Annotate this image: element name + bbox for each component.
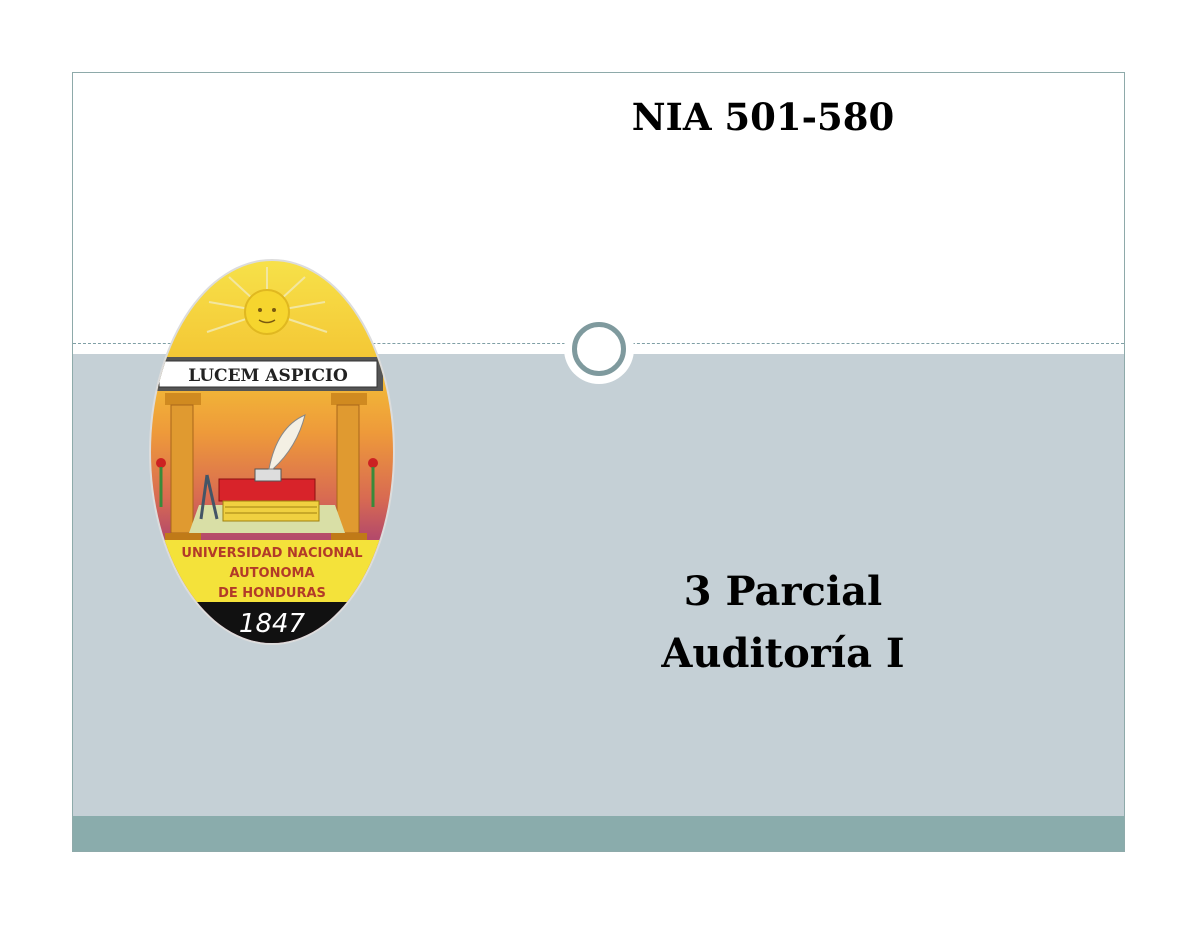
header-title: NIA 501-580 (631, 95, 895, 139)
circle-ornament-icon (572, 322, 626, 376)
main-title-line1: 3 Parcial (683, 568, 883, 615)
university-seal-logo: LUCEM ASPICIO (149, 259, 395, 645)
slide: NIA 501-580 3 Parcial Auditoría I (72, 72, 1125, 852)
banner-line2: AUTONOMA (229, 566, 314, 581)
footer-band (73, 816, 1124, 851)
main-title-line2: Auditoría I (661, 630, 905, 677)
year-text: 1847 (239, 609, 306, 639)
banner-line3: DE HONDURAS (218, 586, 326, 601)
sun-icon (244, 289, 290, 335)
motto-text: LUCEM ASPICIO (188, 366, 348, 386)
main-title: 3 Parcial Auditoría I (593, 561, 973, 685)
banner-line1: UNIVERSIDAD NACIONAL (181, 546, 362, 561)
